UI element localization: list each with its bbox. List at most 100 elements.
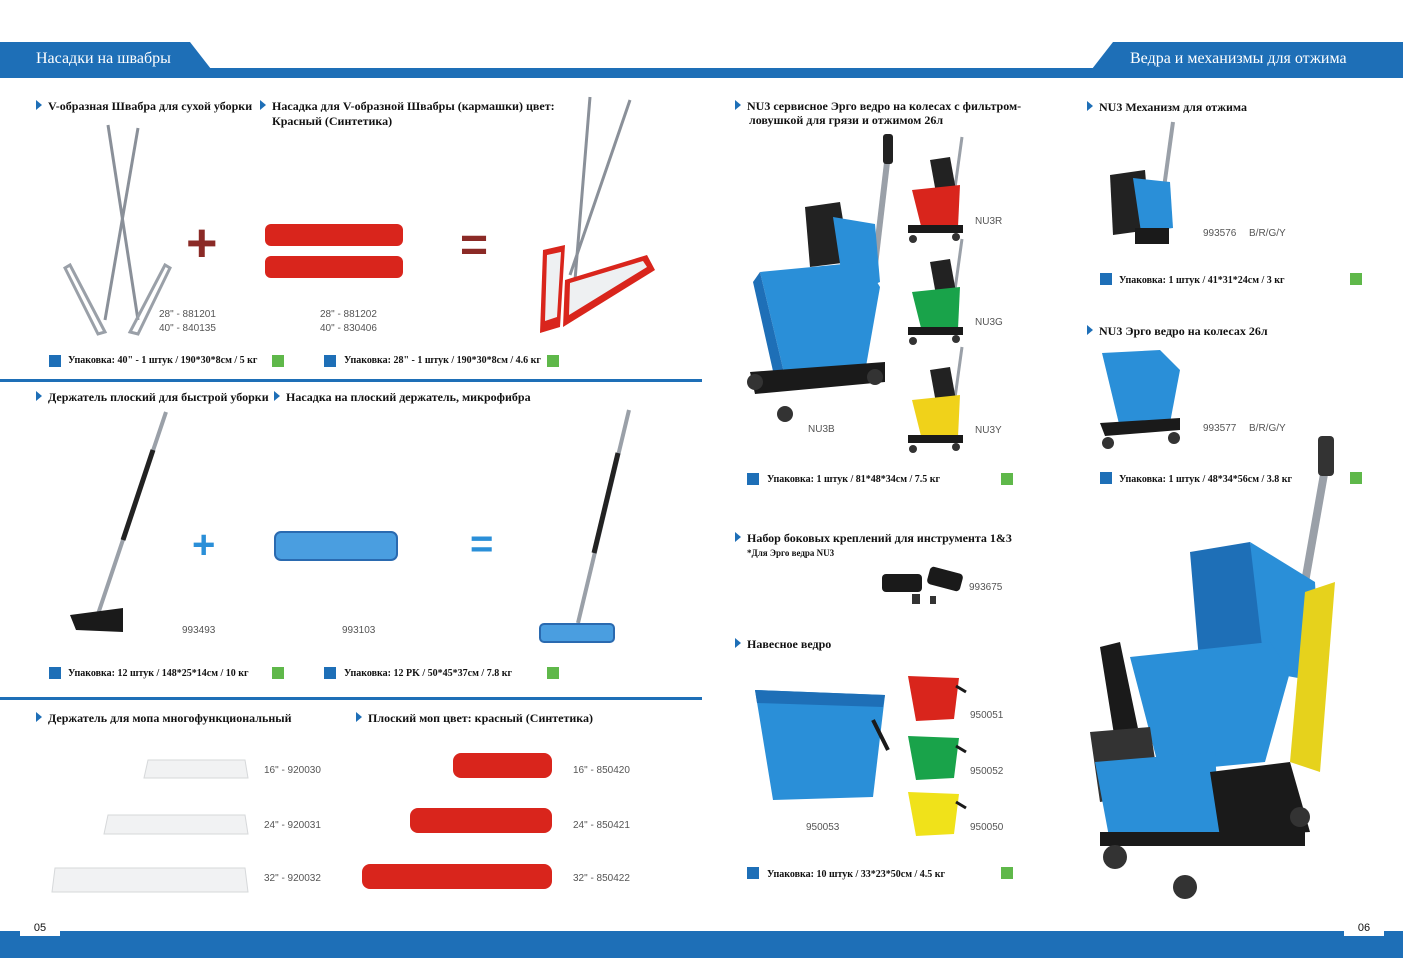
green-marker [272, 667, 284, 679]
flat-mop-assembled-image [539, 409, 631, 643]
cleaning-cart-image [1090, 436, 1335, 899]
product-code: 24" - 850421 [573, 820, 630, 831]
side-clips-image [882, 566, 963, 604]
product-title: Навесное ведро [735, 637, 831, 651]
bullet-icon [356, 712, 362, 722]
nu3-bucket-image [747, 134, 893, 422]
product-code: 993577 [1203, 423, 1237, 434]
product-code: 950052 [970, 766, 1004, 777]
nu3-green-bucket-image [908, 238, 964, 345]
product-title: Плоский моп цвет: красный (Синтетика) [356, 711, 593, 725]
packaging-info: Упаковка: 40" - 1 штук / 190*30*8см / 5 … [68, 355, 258, 366]
packaging-info: Упаковка: 1 штук / 41*31*24см / 3 кг [1119, 275, 1285, 286]
packaging-info: Упаковка: 28" - 1 штук / 190*30*8см / 4.… [344, 355, 541, 366]
product-code: 16" - 850420 [573, 765, 630, 776]
section-divider [0, 379, 702, 382]
packaging-info: Упаковка: 1 штук / 81*48*34см / 7.5 кг [767, 474, 941, 485]
color-options: B/R/G/Y [1249, 423, 1286, 434]
product-title: NU3 Механизм для отжима [1087, 100, 1247, 114]
product-code: 993103 [342, 625, 376, 636]
product-title-line2: Красный (Синтетика) [272, 114, 393, 128]
product-title-line2: ловушкой для грязи и отжимом 26л [749, 113, 944, 127]
product-code: 28" - 881202 [320, 309, 377, 320]
wringer-image [1110, 121, 1175, 244]
product-note: *Для Эрго ведра NU3 [747, 548, 835, 558]
v-mop-image [63, 124, 172, 336]
product-code: NU3R [975, 216, 1003, 227]
ergo-bucket-image [1100, 350, 1180, 449]
product-title: Насадка для V-образной Швабры (кармашки)… [260, 99, 555, 113]
blue-marker [1100, 472, 1112, 484]
product-code: 40" - 830406 [320, 323, 377, 334]
product-code: 24" - 920031 [264, 820, 321, 831]
footer-bar [0, 931, 1403, 958]
mop-holders-image [51, 759, 249, 893]
green-marker [547, 355, 559, 367]
left-page-title: Насадки на швабры [36, 50, 171, 67]
plus-icon: + [186, 213, 218, 273]
product-code: 950051 [970, 710, 1004, 721]
product-code: 16" - 920030 [264, 765, 321, 776]
header-tab-right [1085, 42, 1403, 78]
blue-marker [747, 473, 759, 485]
product-code: 950050 [970, 822, 1004, 833]
bullet-icon [1087, 101, 1093, 111]
v-mop-pads-image [265, 224, 403, 278]
flat-mops-image [362, 753, 552, 889]
v-mop-assembled-image [540, 96, 655, 333]
equals-icon: = [470, 522, 494, 566]
bullet-icon [1087, 325, 1093, 335]
bullet-icon [260, 100, 266, 110]
product-title: NU3 сервисное Эрго ведро на колесах с фи… [735, 99, 1021, 113]
packaging-info: Упаковка: 12 PK / 50*45*37см / 7.8 кг [344, 668, 512, 679]
green-marker [1350, 273, 1362, 285]
product-code: 32" - 920032 [264, 873, 321, 884]
packaging-info: Упаковка: 12 штук / 148*25*14см / 10 кг [68, 668, 249, 679]
nu3-yellow-bucket-image [908, 346, 964, 453]
product-code: 993576 [1203, 228, 1237, 239]
bullet-icon [735, 532, 741, 542]
product-title: Держатель плоский для быстрой уборки [36, 390, 269, 404]
packaging-info: Упаковка: 1 штук / 48*34*56см / 3.8 кг [1119, 474, 1293, 485]
green-marker [1350, 472, 1362, 484]
bullet-icon [36, 712, 42, 722]
product-code: 993493 [182, 625, 216, 636]
product-code: 40" - 840135 [159, 323, 216, 334]
equals-icon: = [460, 219, 489, 272]
green-marker [547, 667, 559, 679]
bullet-icon [36, 100, 42, 110]
blue-marker [324, 667, 336, 679]
bullet-icon [274, 391, 280, 401]
product-code: 28" - 881201 [159, 309, 216, 320]
product-title: Насадка на плоский держатель, микрофибра [274, 390, 531, 404]
product-title: Набор боковых креплений для инструмента … [735, 531, 1012, 545]
microfiber-pad-image [274, 531, 398, 561]
green-marker [272, 355, 284, 367]
nu3-red-bucket-image [908, 136, 964, 243]
bullet-icon [36, 391, 42, 401]
product-code: 950053 [806, 822, 840, 833]
product-title: V-образная Швабра для сухой уборки [36, 99, 252, 113]
section-divider [0, 697, 702, 700]
bullet-icon [735, 100, 741, 110]
packaging-info: Упаковка: 10 штук / 33*23*50см / 4.5 кг [767, 869, 946, 880]
green-marker [1001, 473, 1013, 485]
header-bar [0, 68, 1403, 78]
page-number-right: 06 [1344, 920, 1384, 936]
blue-marker [49, 355, 61, 367]
product-code: NU3Y [975, 425, 1002, 436]
color-options: B/R/G/Y [1249, 228, 1286, 239]
right-page-title: Ведра и механизмы для отжима [1130, 50, 1347, 67]
blue-marker [747, 867, 759, 879]
blue-marker [1100, 273, 1112, 285]
hanging-bucket-image [755, 690, 890, 800]
blue-marker [324, 355, 336, 367]
product-code: 993675 [969, 582, 1003, 593]
flat-holder-image [70, 411, 168, 632]
hanging-small-buckets-image [908, 676, 967, 836]
product-code: NU3G [975, 317, 1003, 328]
product-title: NU3 Эрго ведро на колесах 26л [1087, 324, 1268, 338]
plus-icon: + [192, 523, 216, 567]
blue-marker [49, 667, 61, 679]
page-number-left: 05 [20, 920, 60, 936]
